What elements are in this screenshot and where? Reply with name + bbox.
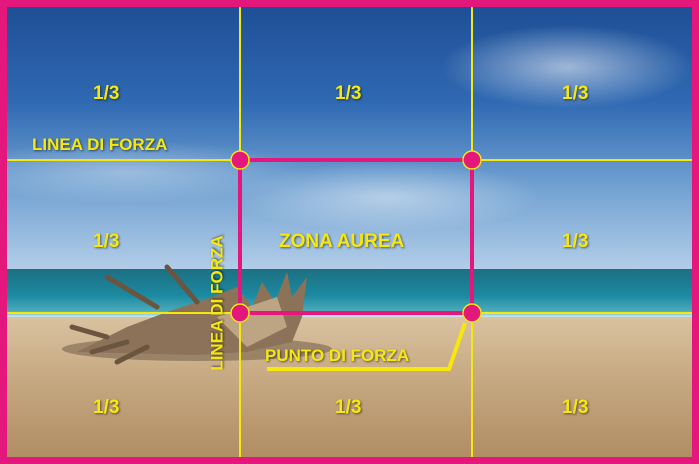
cell-label-4: 1/3	[93, 231, 119, 253]
cell-label-1: 1/3	[93, 83, 119, 105]
horizontal-force-line-label: LINEA DI FORZA	[32, 135, 167, 155]
cell-label-9: 1/3	[562, 397, 588, 419]
cell-label-8: 1/3	[335, 397, 361, 419]
power-point-bottom-right	[463, 304, 481, 322]
vertical-force-line-label: LINEA DI FORZA	[208, 235, 228, 370]
power-point-label: PUNTO DI FORZA	[265, 346, 409, 366]
cell-label-7: 1/3	[93, 397, 119, 419]
cell-label-6: 1/3	[562, 231, 588, 253]
power-point-bottom-left	[231, 304, 249, 322]
power-point-top-right	[463, 151, 481, 169]
cell-label-3: 1/3	[562, 83, 588, 105]
golden-zone-label: ZONA AUREA	[279, 231, 404, 253]
power-point-top-left	[231, 151, 249, 169]
cell-label-2: 1/3	[335, 83, 361, 105]
